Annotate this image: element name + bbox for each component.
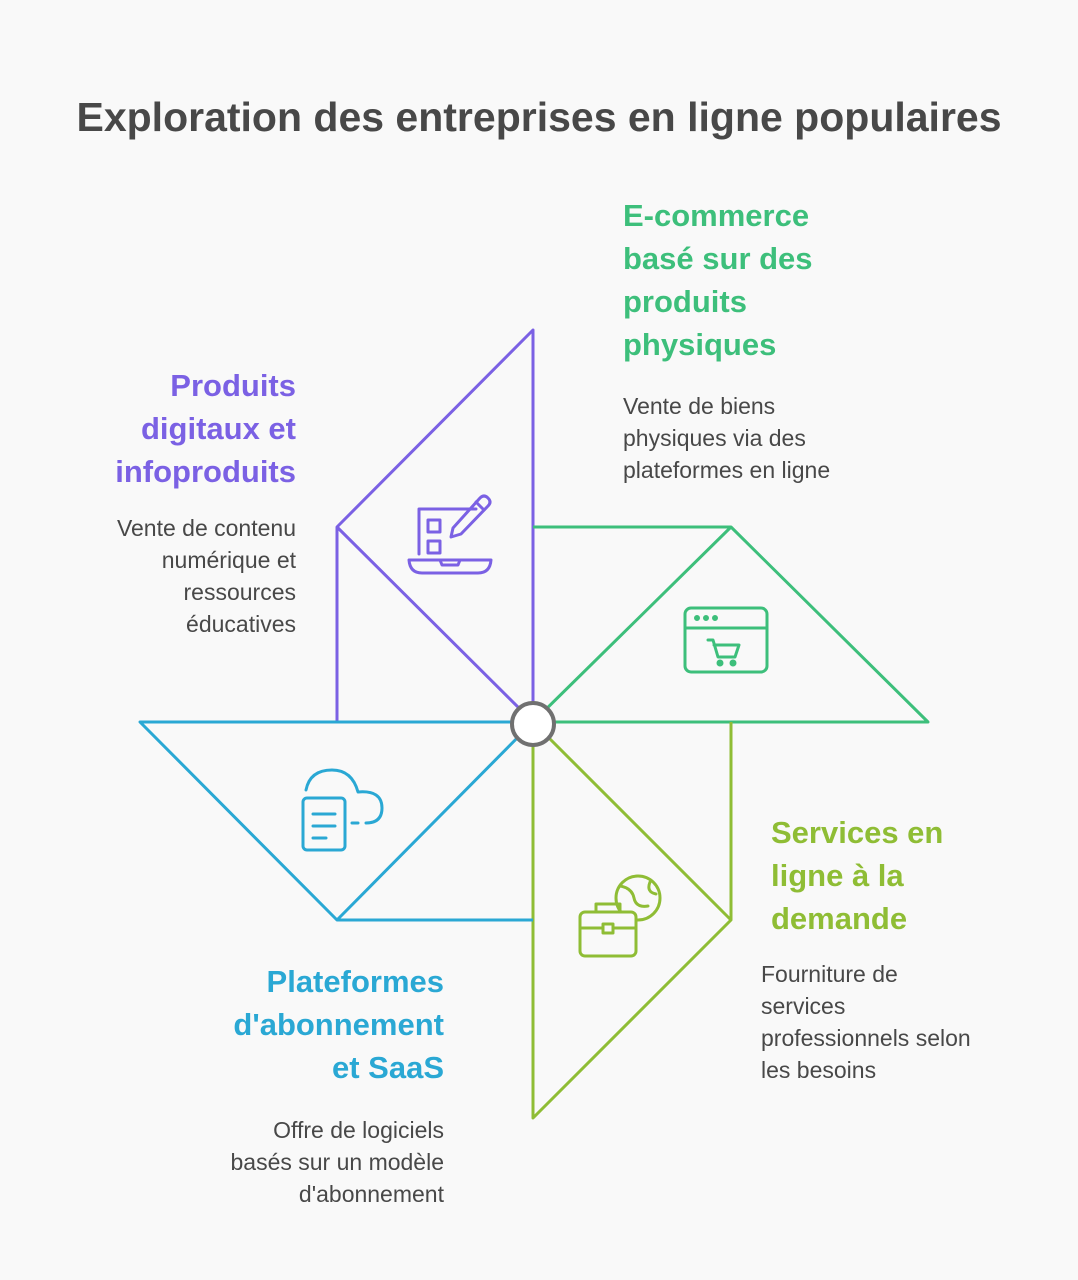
blade-ecommerce-outline (533, 525, 930, 724)
blade-saas-outline (138, 720, 533, 922)
blade-digital-outline (335, 328, 535, 722)
page-title: Exploration des entreprises en ligne pop… (76, 94, 1002, 140)
heading-digital: Produits digitaux et infoproduits (115, 368, 296, 489)
heading-services: Services en ligne à la demande (771, 815, 944, 936)
description-services: Fourniture de services professionnels se… (761, 961, 971, 1083)
heading-saas: Plateformes d'abonnement et SaaS (233, 964, 444, 1085)
description-ecommerce: Vente de biens physiques via des platefo… (623, 393, 831, 483)
blade-ecommerce (531, 525, 930, 724)
shopping-cart-browser-icon (683, 606, 769, 674)
briefcase-globe-icon (578, 874, 662, 958)
heading-ecommerce: E-commerce basé sur des produits physiqu… (623, 198, 813, 362)
blade-services-fold (531, 720, 733, 922)
description-saas: Offre de logiciels basés sur un modèle d… (230, 1117, 444, 1207)
cloud-document-icon (301, 768, 384, 852)
laptop-pencil-icon (407, 494, 493, 575)
description-digital: Vente de contenu numérique et ressources… (116, 515, 296, 637)
blade-saas (138, 720, 535, 922)
blade-ecommerce-fold (531, 525, 733, 724)
blade-digital (335, 328, 535, 724)
blade-saas-fold (335, 720, 535, 922)
blade-digital-fold (335, 525, 535, 724)
center-hub (510, 701, 556, 747)
